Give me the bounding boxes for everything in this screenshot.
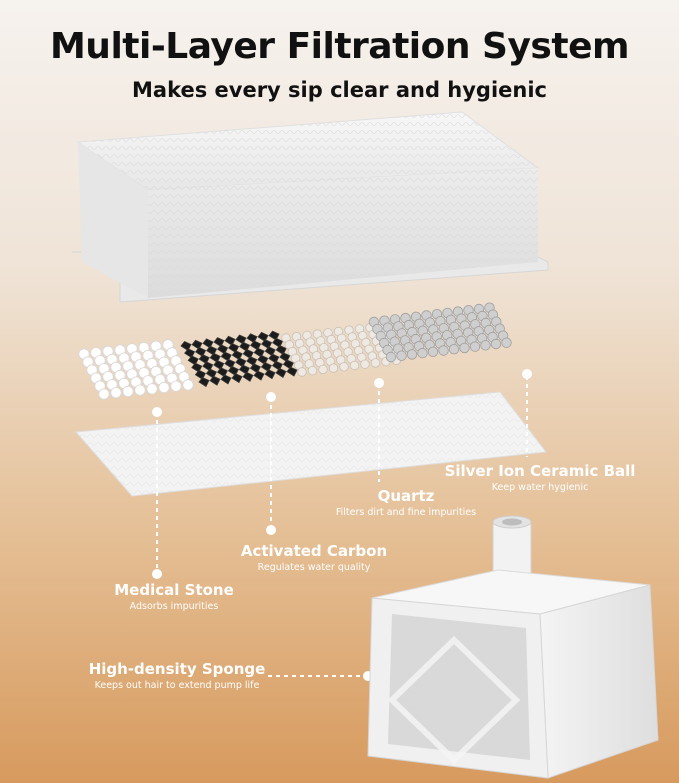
label-desc: Keeps out hair to extend pump life <box>94 680 260 691</box>
label-silver-ion-ceramic-ball: Silver Ion Ceramic Ball Keep water hygie… <box>436 462 644 494</box>
medical-stone-balls <box>78 339 194 400</box>
label-activated-carbon: Activated Carbon Regulates water quality <box>219 542 409 574</box>
pump <box>367 515 659 779</box>
label-desc: Keep water hygienic <box>491 482 589 493</box>
label-title: Silver Ion Ceramic Ball <box>444 462 636 480</box>
page-title: Multi-Layer Filtration System <box>49 26 630 67</box>
label-medical-stone: Medical Stone Adsorbs impurities <box>98 581 250 613</box>
label-title: Medical Stone <box>114 581 234 599</box>
label-quartz: Quartz Filters dirt and fine impurities <box>306 487 506 519</box>
filter-cotton-box <box>71 111 549 303</box>
label-desc: Regulates water quality <box>257 562 371 573</box>
label-high-density-sponge: High-density Sponge Keeps out hair to ex… <box>72 660 282 692</box>
label-desc: Filters dirt and fine impurities <box>335 507 477 518</box>
leader-dots <box>152 369 532 681</box>
label-title: High-density Sponge <box>88 660 266 678</box>
label-desc: Adsorbs impurities <box>129 601 219 612</box>
label-title: Activated Carbon <box>240 542 388 560</box>
leader-lines <box>156 376 528 677</box>
silver-ion-ceramic-balls <box>368 302 512 363</box>
label-title: Quartz <box>377 487 435 505</box>
page-subtitle: Makes every sip clear and hygienic <box>132 78 547 102</box>
filter-pad-sheet <box>74 391 547 497</box>
activated-carbon-granules <box>180 330 298 388</box>
